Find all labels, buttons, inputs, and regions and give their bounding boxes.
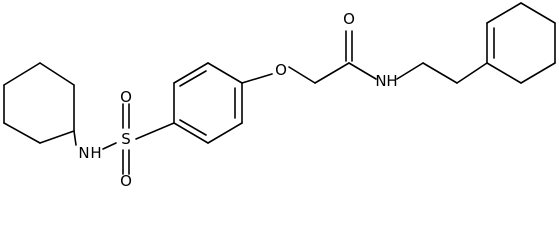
cyclohexene-bond [520,2,556,24]
carbonyl-nitrogen-bond [348,62,377,80]
cyclohexene-bond [520,62,556,84]
sulfur-nitrogen-bond [102,142,117,150]
amide-hydrogen-label: H [386,72,397,90]
cyclohexyl-bond [3,122,41,144]
benzene-bond [173,62,209,84]
benzene-bond [207,122,243,144]
ethylene-bond [422,62,458,84]
benzene-double-bond [179,119,207,136]
ethylene-ring-bond [456,62,488,84]
benzene-bond [173,122,209,144]
sulfur-label: S [121,130,131,148]
bond-lines [3,2,556,175]
ether-oxygen-label: O [275,61,287,79]
cyclohexyl-bond [39,130,75,144]
benzene-bond [207,62,243,84]
amide-oxygen-label: O [343,10,355,28]
cyclohexene-bond [486,2,522,24]
chemical-structure-diagram: O O N H S O O N H [3,2,556,188]
benzene-double-bond [179,70,207,87]
nitrogen-ethylene-bond [396,62,424,80]
cyclohexyl-bond [39,62,75,86]
aryl-ether-bond [241,73,273,84]
ether-methylene-bond [288,66,316,84]
nitrogen-cyclohexyl-bond [73,130,77,146]
cyclohexyl-bond [3,62,41,86]
methylene-carbonyl-bond [314,62,350,84]
sulfonamide-nitrogen-label: N [78,144,89,162]
sulfonyl-oxygen-top-label: O [120,88,132,106]
atom-labels: O O N H S O O N H [78,10,397,188]
aryl-sulfur-bond [135,122,175,140]
cyclohexene-bond [486,62,522,84]
sulfonyl-oxygen-bottom-label: O [120,172,132,188]
amide-nitrogen-label: N [375,72,386,90]
sulfonamide-hydrogen-label: H [90,144,101,162]
